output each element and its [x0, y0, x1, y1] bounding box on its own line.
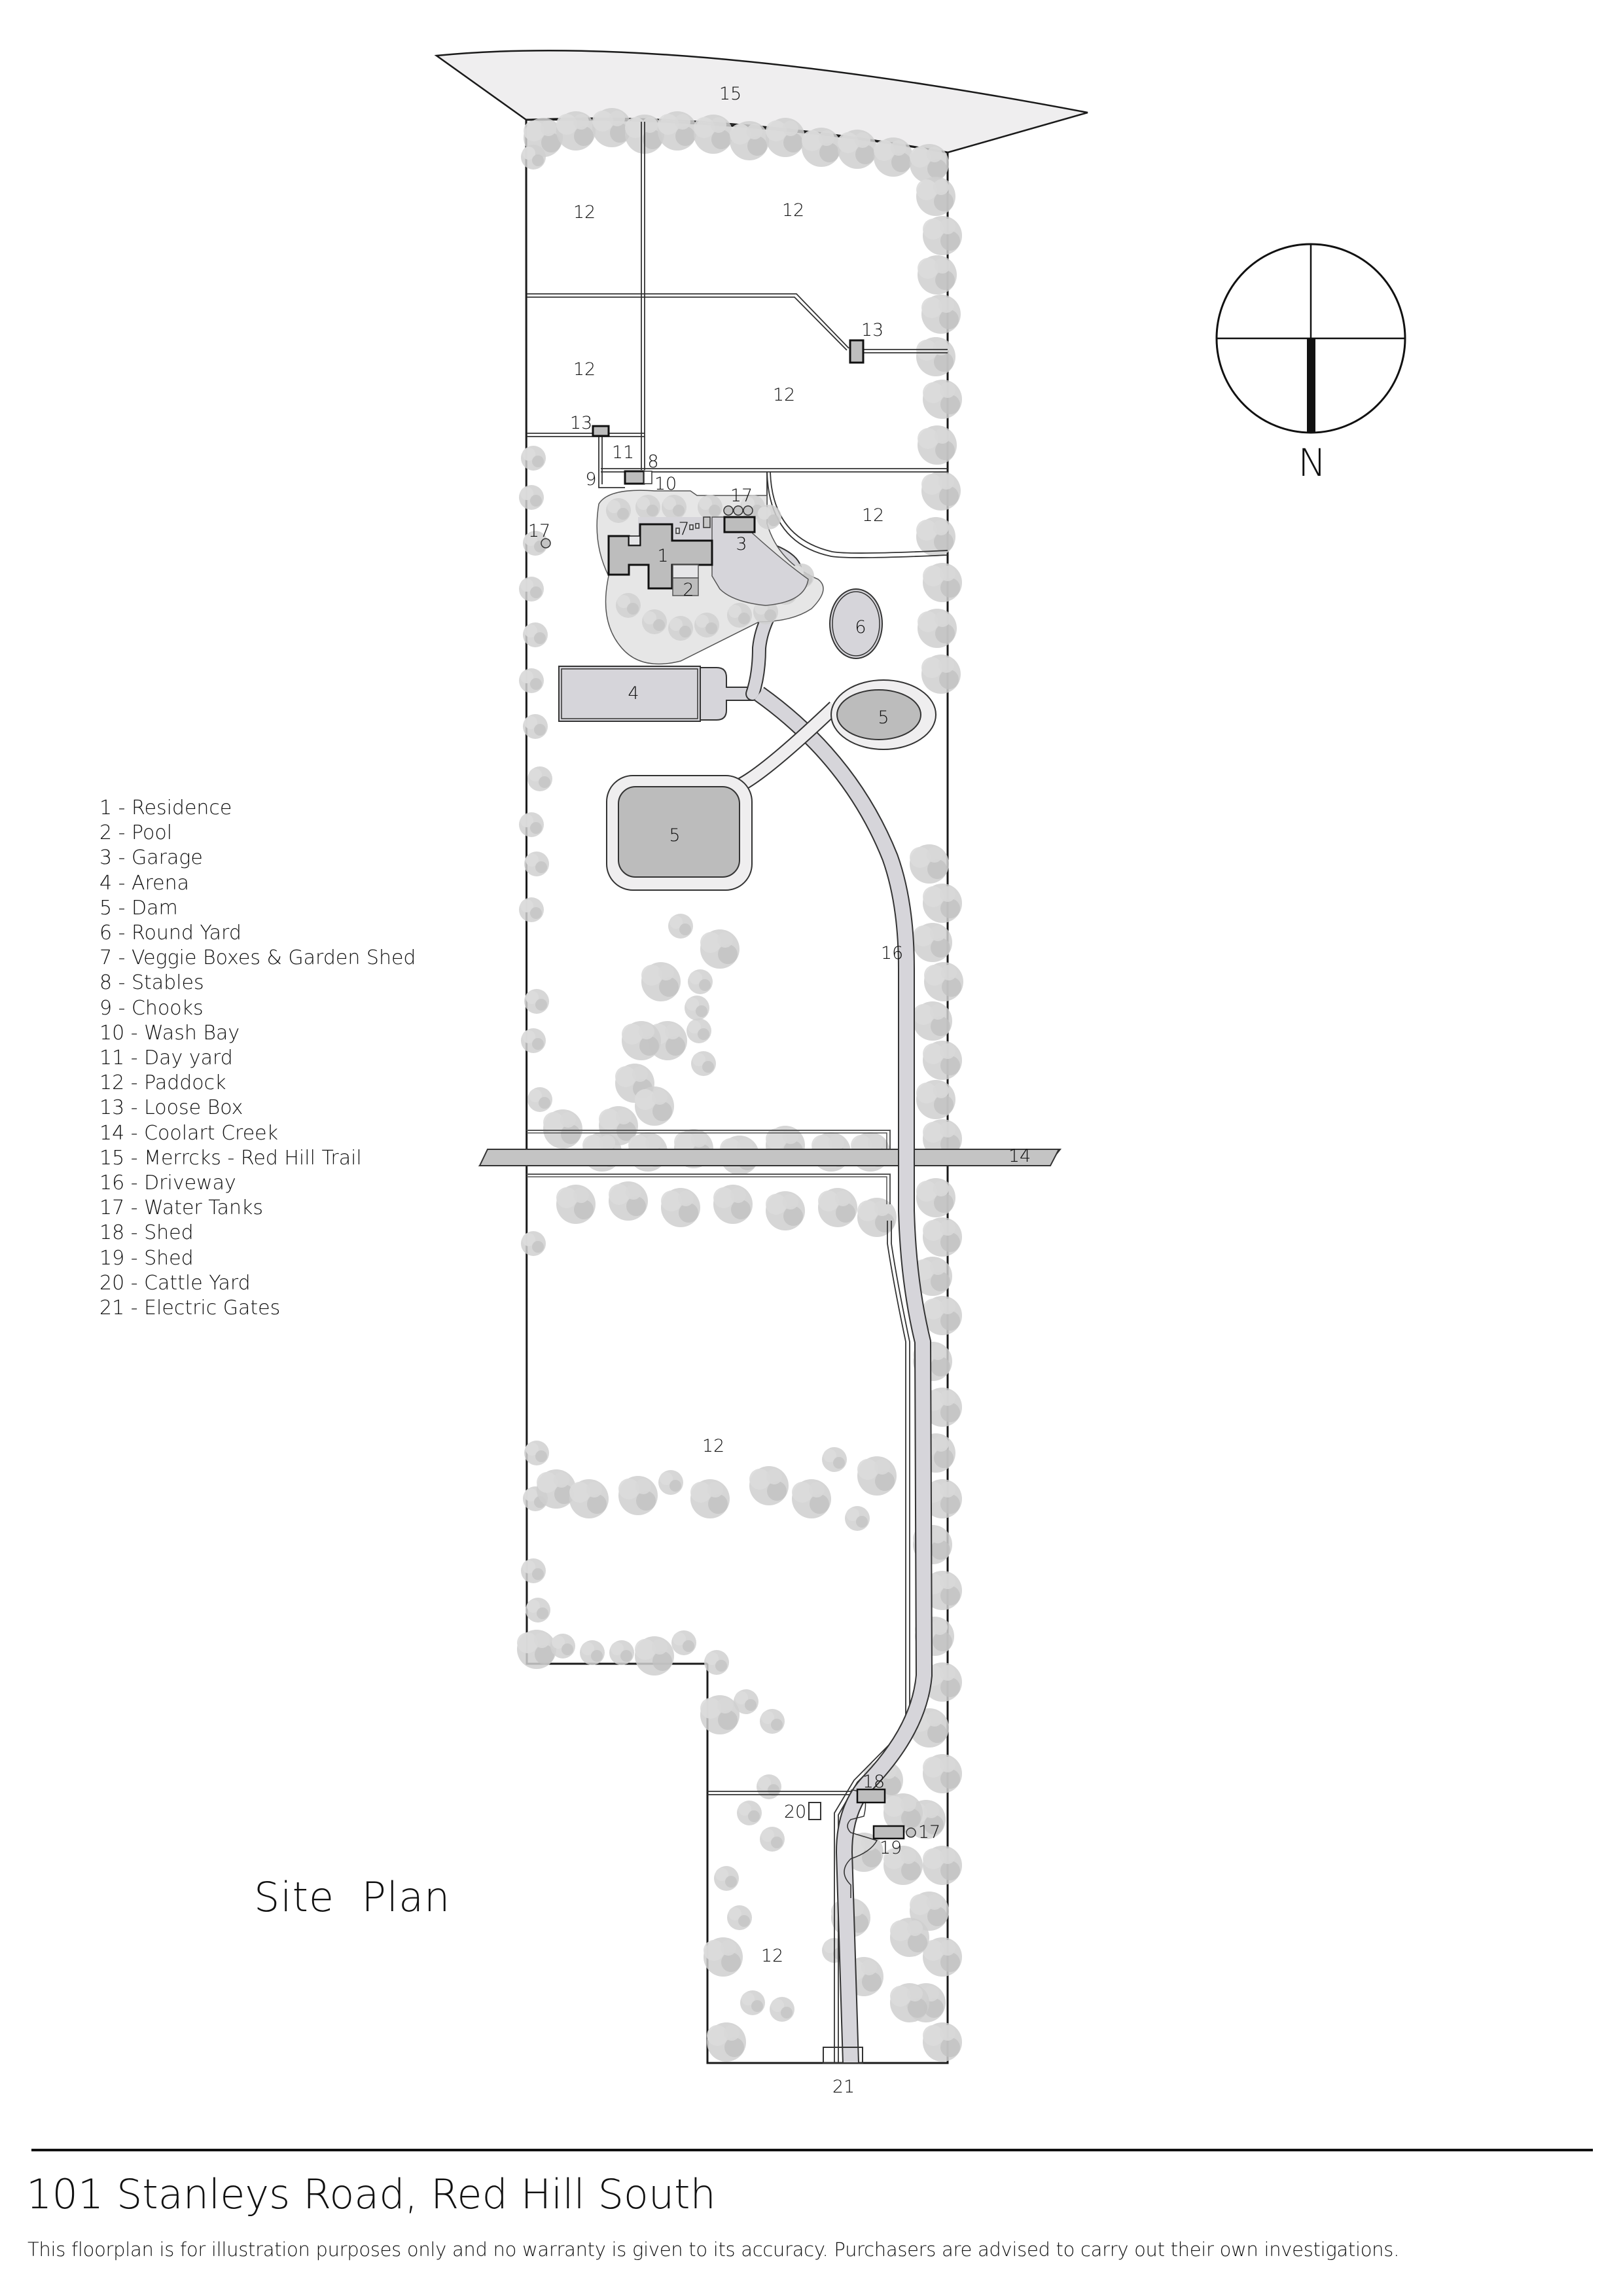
- legend-item: 2 - Pool: [99, 821, 173, 845]
- legend: 1 - Residence 2 - Pool 3 - Garage 4 - Ar…: [99, 796, 416, 1321]
- legend-item: 18 - Shed: [99, 1221, 194, 1245]
- legend-item: 16 - Driveway: [99, 1172, 236, 1195]
- label-wash-bay: 10: [654, 474, 677, 494]
- wash-bay-10: [643, 471, 652, 484]
- label-chooks: 9: [585, 469, 596, 490]
- legend-item: 14 - Coolart Creek: [99, 1121, 278, 1145]
- label-driveway: 16: [881, 943, 903, 963]
- water-tank-west: [541, 538, 551, 548]
- footer-divider: [31, 2149, 1593, 2151]
- legend-item: 3 - Garage: [99, 846, 203, 870]
- loose-box-13-east: [849, 339, 865, 364]
- legend-item: 17 - Water Tanks: [99, 1196, 264, 1220]
- label-veggie: 7: [678, 519, 689, 539]
- legend-item: 4 - Arena: [99, 871, 190, 895]
- north-compass: N: [1215, 243, 1406, 485]
- legend-item: 13 - Loose Box: [99, 1096, 243, 1120]
- shed-19: [872, 1825, 905, 1840]
- label-paddock-w: 12: [573, 359, 596, 380]
- label-garage: 3: [736, 534, 747, 554]
- legend-item: 6 - Round Yard: [99, 922, 241, 945]
- garage-3: [723, 516, 756, 533]
- label-gates: 21: [832, 2077, 855, 2097]
- legend-item: 21 - Electric Gates: [99, 1297, 281, 1320]
- label-trail-15: 15: [719, 84, 741, 104]
- round-yard-6: [829, 588, 883, 659]
- dam-5-east: [830, 679, 936, 750]
- label-arena: 4: [628, 683, 639, 704]
- label-dam-west: 5: [669, 825, 680, 846]
- legend-item: 20 - Cattle Yard: [99, 1271, 251, 1295]
- pool-2: [672, 564, 699, 596]
- label-pool: 2: [683, 580, 694, 600]
- label-dam-east: 5: [878, 708, 889, 728]
- label-day-yard: 11: [612, 442, 634, 463]
- cattle-yard-20: [808, 1802, 821, 1820]
- veggie-boxes-7: [675, 516, 711, 534]
- legend-item: 8 - Stables: [99, 971, 204, 995]
- property-address-title: 101 Stanleys Road, Red Hill South: [26, 2170, 716, 2218]
- legend-item: 7 - Veggie Boxes & Garden Shed: [99, 946, 416, 970]
- label-stables: 8: [647, 452, 658, 472]
- label-paddock-e: 12: [773, 385, 795, 405]
- label-cattle-yard: 20: [784, 1802, 806, 1822]
- compass-n-label: N: [1298, 440, 1326, 485]
- label-tanks-house: 17: [730, 486, 753, 506]
- label-round-yard: 6: [855, 617, 866, 637]
- label-paddock-sw: 12: [761, 1946, 783, 1966]
- legend-item: 12 - Paddock: [99, 1071, 226, 1095]
- paddock-fences: [527, 122, 948, 2063]
- arena-4: [558, 666, 753, 722]
- label-paddock-house: 12: [862, 505, 884, 526]
- north-arrow-icon: [1307, 338, 1315, 433]
- legend-item: 10 - Wash Bay: [99, 1021, 240, 1045]
- label-shed-18: 18: [863, 1772, 885, 1792]
- loose-box-13-west: [592, 425, 610, 437]
- label-paddock-ne: 12: [782, 200, 804, 221]
- legend-item: 5 - Dam: [99, 896, 178, 920]
- label-paddock-south: 12: [702, 1436, 724, 1456]
- shed-area-south: [808, 1788, 916, 2064]
- legend-item: 9 - Chooks: [99, 996, 204, 1020]
- label-creek: 14: [1008, 1146, 1031, 1166]
- water-tanks-house: [723, 505, 753, 516]
- dam-tracks: [736, 702, 840, 792]
- label-tank-south: 17: [918, 1822, 940, 1842]
- label-loose-box-east: 13: [861, 320, 883, 340]
- residence-courtyard: [628, 535, 641, 546]
- legend-item: 19 - Shed: [99, 1246, 194, 1270]
- label-shed-19: 19: [880, 1838, 902, 1858]
- dam-5-west: [606, 775, 753, 891]
- label-residence: 1: [657, 546, 668, 566]
- label-tank-west: 17: [528, 521, 550, 541]
- shed-18: [856, 1788, 886, 1804]
- legend-item: 11 - Day yard: [99, 1047, 233, 1070]
- disclaimer-text: This floorplan is for illustration purpo…: [27, 2238, 1399, 2261]
- legend-item: 15 - Merrcks - Red Hill Trail: [99, 1146, 362, 1170]
- electric-gates-21: [823, 2047, 863, 2064]
- water-tank-south: [906, 1827, 916, 1838]
- map-labels: 15 12 12 12 12 13 13 11 8 9 10 17 17 12 …: [528, 84, 1031, 2097]
- label-paddock-nw: 12: [573, 202, 596, 223]
- label-loose-box-west: 13: [570, 413, 592, 433]
- site-plan-heading: Site Plan: [254, 1873, 451, 1921]
- legend-item: 1 - Residence: [99, 797, 232, 819]
- stables-8: [624, 470, 645, 485]
